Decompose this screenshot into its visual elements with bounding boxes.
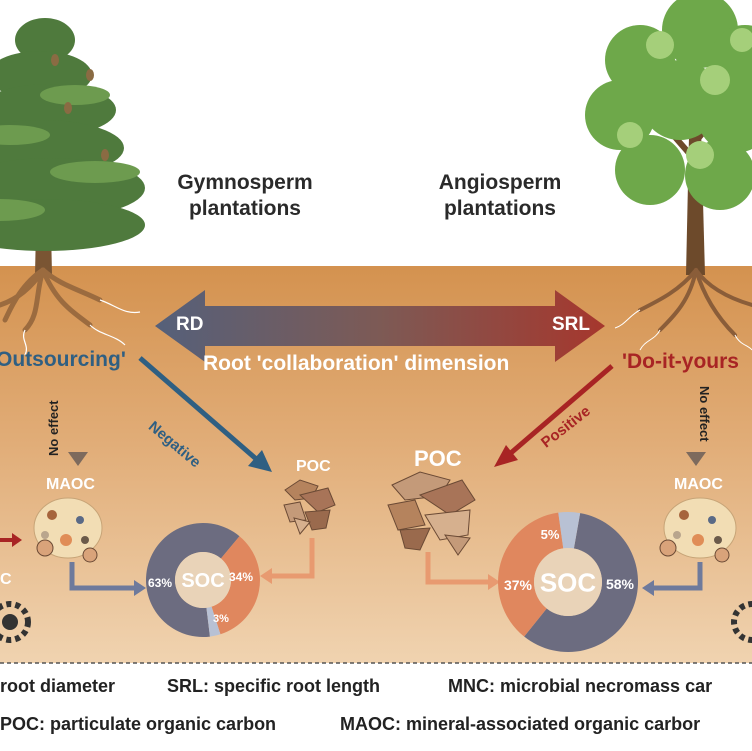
gymnosperm-title: Gymnosperm plantations <box>160 170 330 222</box>
outsourcing-label: Outsourcing' <box>0 348 126 371</box>
rd-label: RD <box>176 314 204 335</box>
donut-right-slice-1 <box>498 512 564 637</box>
no-effect-arrow-left <box>68 380 88 466</box>
donut-left-center <box>175 552 231 608</box>
left-edge-arrow <box>0 533 22 547</box>
no-effect-right-label: No effect <box>697 386 712 442</box>
poc-left-connector <box>268 538 315 579</box>
legend-maoc: MAOC: mineral-associated organic carbor <box>340 714 701 734</box>
poc-right-fragments <box>387 471 476 556</box>
angiosperm-title-line1: Angiosperm <box>438 171 562 194</box>
dimension-label: Root 'collaboration' dimension <box>203 352 510 375</box>
srl-label: SRL <box>552 314 590 335</box>
donut-left-slice-label-2: 3% <box>213 613 229 625</box>
gymnosperm-tree <box>0 18 145 356</box>
gear-icon-right-partial <box>731 601 752 643</box>
legend-line-2: POC: particulate organic carbon MAOC: mi… <box>0 714 752 738</box>
maoc-left-connector <box>69 562 138 591</box>
legend-rd: root diameter <box>0 676 116 696</box>
angiosperm-title-line2: plantations <box>443 197 556 220</box>
donut-chart-right: SOC 58% 37% 5% <box>498 511 639 653</box>
donut-right-slice-label-1: 37% <box>504 577 533 593</box>
poc-right-connector <box>425 552 492 585</box>
angiosperm-title: Angiosperm plantations <box>418 170 582 222</box>
donut-left-slice-label-1: 34% <box>229 570 253 584</box>
donut-right-center-label: SOC <box>540 567 597 597</box>
legend-mnc: MNC: microbial necromass car <box>448 676 713 696</box>
maoc-right-connector <box>650 562 703 591</box>
legend-poc: POC: particulate organic carbon <box>0 714 277 734</box>
donut-left-slice-1 <box>211 536 261 635</box>
donut-right-center <box>534 548 602 616</box>
maoc-right-cluster <box>659 497 737 563</box>
legend-line-1: root diameter SRL: specific root length … <box>0 676 752 700</box>
donut-right-slice-label-0: 58% <box>606 576 635 592</box>
donut-chart-left: SOC 63% 34% 3% <box>146 523 261 638</box>
donut-right-slice-2 <box>558 511 581 549</box>
negative-arrow <box>138 356 272 472</box>
angiosperm-tree <box>585 0 752 351</box>
donut-right-slice-label-2: 5% <box>541 527 560 542</box>
maoc-left-label: MAOC <box>46 476 95 493</box>
gymnosperm-title-line2: plantations <box>188 197 301 220</box>
donut-right-slice-0 <box>524 513 639 653</box>
mnc-left-partial-label: C <box>0 571 12 588</box>
donut-left-slice-label-0: 63% <box>148 576 172 590</box>
legend-srl: SRL: specific root length <box>167 676 381 696</box>
do-it-yourself-label: 'Do-it-yours <box>622 350 739 373</box>
poc-right-label: POC <box>414 446 462 471</box>
maoc-left-cluster <box>33 497 103 563</box>
gymnosperm-title-line1: Gymnosperm <box>177 171 313 194</box>
poc-left-fragments <box>283 479 336 535</box>
gear-icon-left-partial <box>0 601 31 643</box>
poc-left-label: POC <box>296 458 331 475</box>
collaboration-dimension-arrow <box>155 290 605 362</box>
donut-left-slice-0 <box>146 523 240 638</box>
donut-left-center-label: SOC <box>181 570 224 592</box>
donut-left-slice-2 <box>206 606 221 637</box>
positive-arrow <box>494 364 614 467</box>
maoc-right-label: MAOC <box>674 476 723 493</box>
no-effect-left-label: No effect <box>46 400 61 456</box>
no-effect-arrow-right <box>686 380 706 466</box>
